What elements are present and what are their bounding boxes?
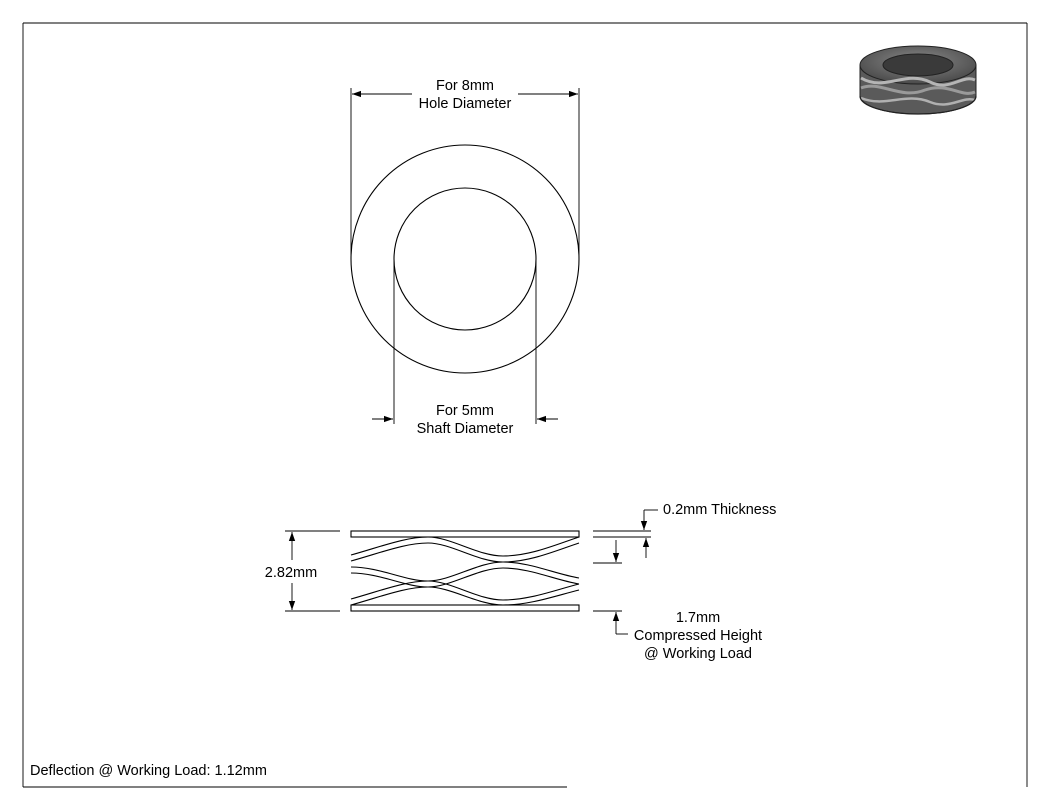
outer-diameter-label-1: For 8mm [436, 78, 494, 94]
wave-layer-3 [350, 580, 580, 606]
inner-diameter-label-2: Shaft Diameter [417, 421, 514, 437]
compressed-height-label-3: @ Working Load [644, 646, 752, 662]
compressed-height-label-1: 1.7mm [676, 610, 720, 626]
thickness-label: 0.2mm Thickness [663, 502, 776, 518]
bottom-shim [350, 604, 580, 612]
deflection-note: Deflection @ Working Load: 1.12mm [30, 763, 267, 779]
top-view: For 8mm Hole Diameter For 5mm Shaft Diam… [350, 78, 580, 437]
free-height-label: 2.82mm [265, 565, 317, 581]
inner-diameter-label-1: For 5mm [436, 403, 494, 419]
outer-diameter-label-2: Hole Diameter [419, 96, 512, 112]
thickness-dimension: 0.2mm Thickness [593, 502, 776, 564]
outer-diameter-circle [350, 144, 580, 374]
inner-diameter-dimension: For 5mm Shaft Diameter [372, 259, 558, 437]
free-height-dimension: 2.82mm [265, 530, 340, 612]
wave-layer-2 [350, 561, 580, 588]
wave-spring-3d-icon [859, 45, 977, 115]
compressed-height-label-2: Compressed Height [634, 628, 762, 644]
top-shim [350, 530, 580, 538]
wave-layer-1 [350, 536, 580, 563]
sheet-border [22, 22, 1028, 788]
compressed-height-dimension: 1.7mm Compressed Height @ Working Load [593, 610, 762, 662]
inner-diameter-circle [393, 187, 537, 331]
side-view: 2.82mm 0.2mm Thickness 1.7mm Compressed … [265, 502, 777, 662]
outer-diameter-dimension: For 8mm Hole Diameter [350, 78, 580, 259]
